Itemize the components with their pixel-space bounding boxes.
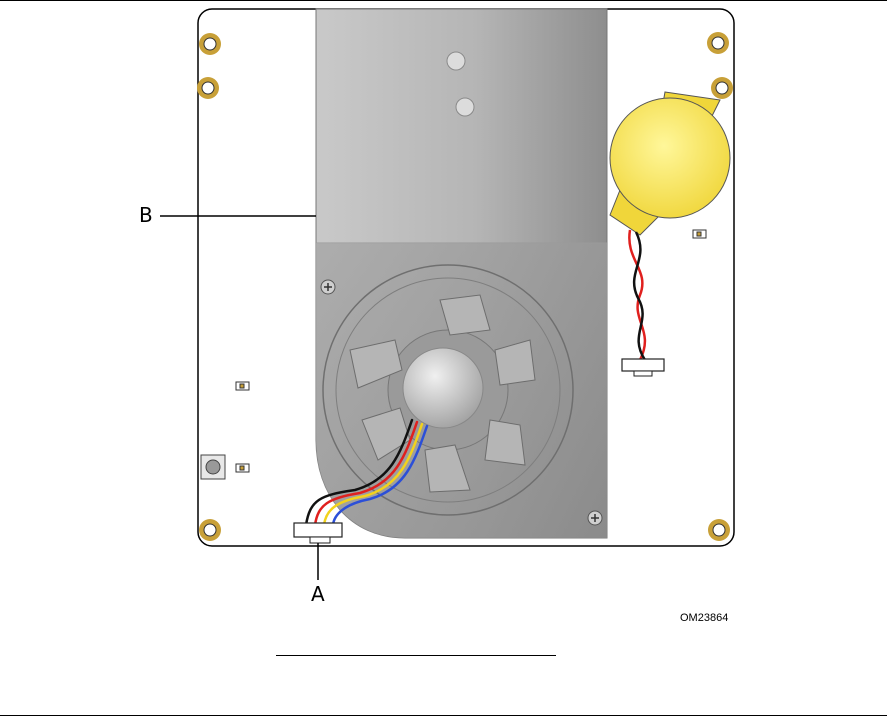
- standoff-top-left-1: [199, 33, 221, 55]
- screw-bottom-right: [588, 511, 602, 525]
- heatsink-hole-1: [447, 52, 465, 70]
- standoff-bottom-right: [708, 519, 730, 541]
- bottom-rule: [0, 715, 887, 716]
- callout-label-a: A: [311, 584, 325, 604]
- caption-rule: [276, 655, 556, 656]
- heatsink-hole-2: [456, 98, 474, 116]
- push-button: [201, 455, 225, 479]
- heatsink-assembly: [316, 9, 607, 538]
- standoff-top-right-1: [707, 32, 729, 54]
- screw-top-left: [321, 280, 335, 294]
- standoff-bottom-left: [199, 519, 221, 541]
- standoff-top-left-2: [197, 77, 219, 99]
- figure-id: OM23864: [680, 612, 728, 624]
- fan-hub: [403, 348, 483, 428]
- callout-label-b: B: [139, 205, 153, 225]
- standoff-top-right-2: [711, 77, 733, 99]
